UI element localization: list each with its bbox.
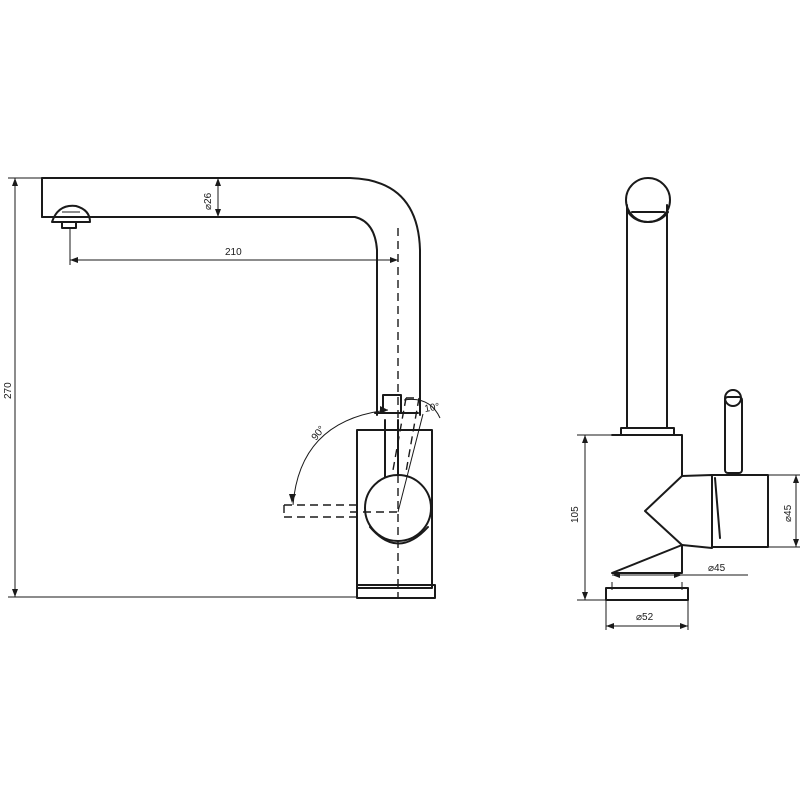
- body-diameter-label: ⌀45: [708, 563, 726, 574]
- dimension-total-height: 270: [3, 177, 357, 598]
- front-body: [611, 434, 683, 574]
- rotation-angle-label: 90°: [310, 424, 328, 443]
- lever-handle-tilted: [392, 397, 420, 473]
- tap-base: [356, 584, 436, 599]
- cartridge-housing: [644, 474, 769, 549]
- aerator-nozzle: [51, 204, 91, 229]
- spout-outline-top: [41, 177, 421, 416]
- dimension-handle-diameter: ⌀45: [768, 474, 800, 548]
- spout-head: [625, 177, 671, 223]
- tap-body: [356, 429, 433, 589]
- spout-outline-bottom: [41, 216, 378, 416]
- handle-tilt-label: 10°: [424, 401, 441, 414]
- dimension-base-diameter: ⌀52: [605, 600, 689, 630]
- angle-tilt: 10°: [403, 398, 441, 419]
- spout-diameter-label: ⌀26: [203, 192, 214, 210]
- front-view: 105 ⌀45 ⌀45 ⌀52: [570, 177, 800, 630]
- front-base: [605, 587, 689, 601]
- spout-reach-label: 210: [225, 247, 242, 258]
- dimension-body-diameter: ⌀45: [612, 563, 748, 578]
- dimension-spout-reach: 210: [69, 228, 398, 265]
- base-diameter-label: ⌀52: [636, 612, 654, 623]
- dimension-spout-diameter: ⌀26: [203, 178, 221, 217]
- collar: [620, 427, 675, 436]
- side-view: ⌀26 210 270 90° 10°: [3, 177, 441, 599]
- tilt-reference-line: [397, 413, 424, 513]
- spout-column: [626, 204, 668, 429]
- lever-handle-rotated: [283, 504, 362, 518]
- body-height-label: 105: [570, 506, 581, 523]
- dimension-body-height: 105: [570, 434, 612, 601]
- handle-diameter-label: ⌀45: [783, 504, 794, 522]
- front-lever: [724, 389, 743, 474]
- total-height-label: 270: [3, 382, 14, 399]
